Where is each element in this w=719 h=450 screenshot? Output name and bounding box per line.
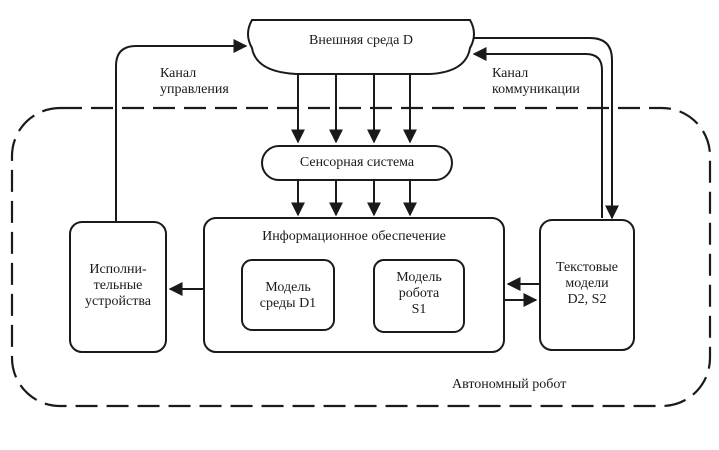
- autonomous-robot-boundary: [10, 106, 712, 408]
- comm-channel-line-out: [472, 47, 603, 218]
- robot-model-box: [373, 259, 465, 333]
- external-env-label: Внешняя среда D: [309, 33, 413, 48]
- actuators-box: [69, 221, 167, 353]
- sensor-system-shape: [261, 145, 453, 181]
- actuators-label: Исполни- тельные устройства: [85, 262, 151, 309]
- env-model-label: Модель среды D1: [259, 280, 317, 311]
- autonomous-robot-label: Автономный робот: [452, 377, 567, 392]
- external-environment-shape: [247, 19, 475, 75]
- env-model-box: [241, 259, 335, 331]
- text-models-label: Текстовые модели D2, S2: [555, 260, 619, 307]
- sensor-system-label: Сенсорная система: [299, 155, 415, 170]
- control-channel-label: Канал управления: [160, 66, 229, 97]
- control-channel-arrow: [115, 39, 248, 222]
- robot-model-label: Модель робота S1: [396, 270, 442, 317]
- comm-channel-line-in: [474, 37, 619, 220]
- info-support-label: Информационное обеспечение: [262, 229, 446, 244]
- comm-channel-label: Канал коммуникации: [492, 66, 580, 97]
